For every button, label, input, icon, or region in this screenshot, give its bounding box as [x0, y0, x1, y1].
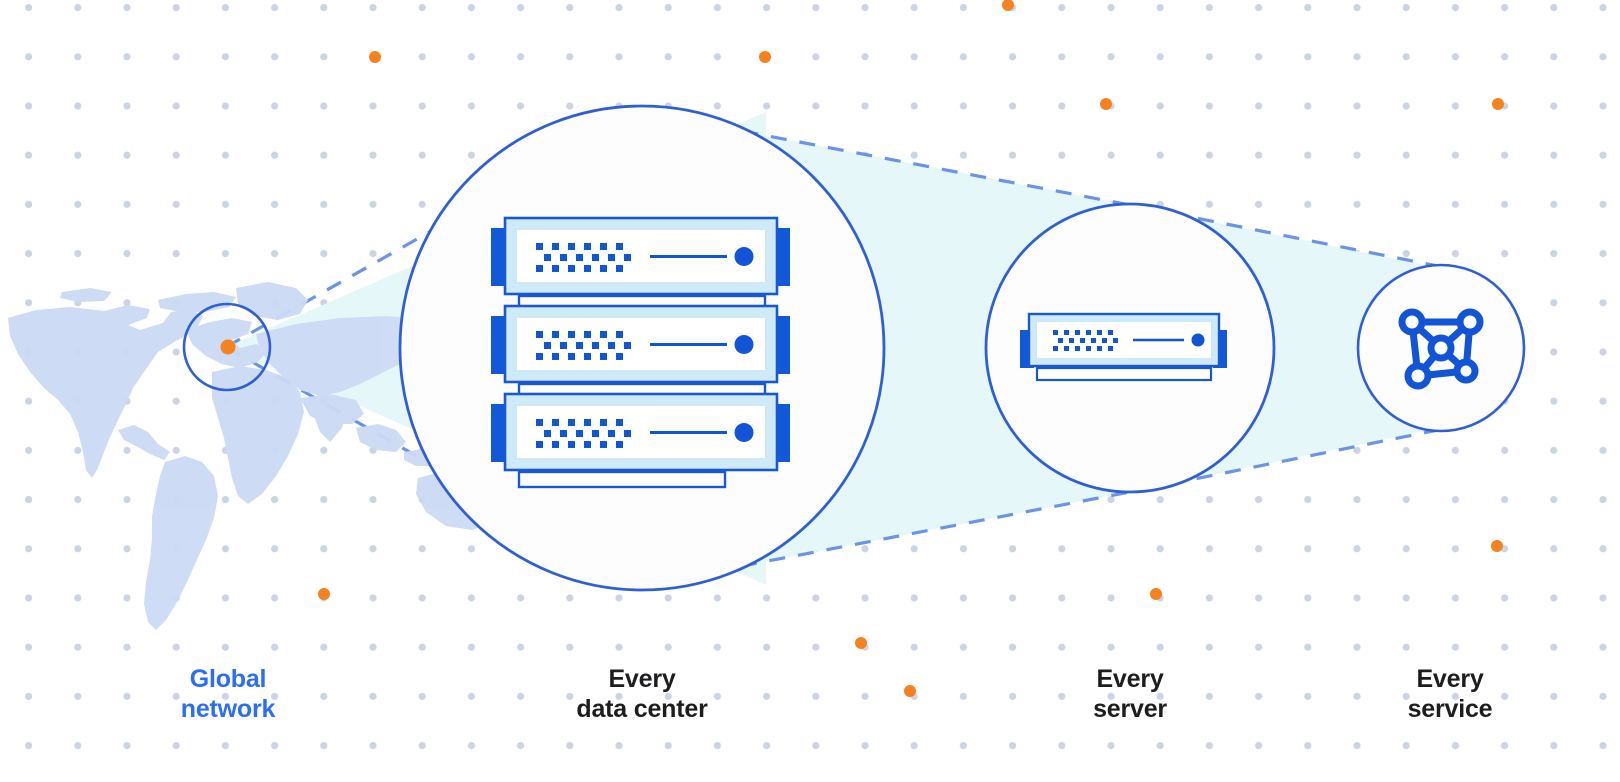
rack-unit-2-panel	[517, 318, 765, 370]
rack-unit-2-vent-dots	[536, 331, 631, 360]
mesh-node-top-left	[1398, 308, 1426, 336]
rack-unit-3-vent-dots	[536, 419, 631, 448]
mesh-node-bottom-left	[1404, 362, 1432, 390]
rack-unit-3	[491, 392, 790, 472]
server-rack-icon	[491, 216, 790, 489]
stage-label-service: Every service	[1407, 665, 1493, 723]
network-mesh-icon	[1398, 308, 1484, 390]
world-map-icon	[8, 282, 540, 630]
rack-unit-2-led	[734, 335, 754, 354]
single-server-icon	[1020, 312, 1227, 382]
network-mesh-nodes	[1398, 308, 1484, 390]
single-server-base	[1035, 366, 1213, 382]
single-server-led	[1191, 333, 1205, 347]
rack-unit-1-led	[734, 247, 754, 266]
rack-unit-3-panel	[517, 406, 765, 458]
single-server-panel	[1037, 322, 1211, 358]
rack-unit-3-led	[734, 423, 754, 442]
rack-unit-2	[491, 304, 790, 384]
stage-label-global-network: Global network	[180, 665, 276, 723]
rack-unit-1-vent-dots	[536, 243, 631, 272]
map-highlight-circle	[182, 302, 272, 392]
rack-unit-1-panel	[517, 230, 765, 282]
stage-label-server: Every server	[1093, 665, 1167, 723]
mesh-node-top-right	[1456, 308, 1484, 336]
map-location-marker	[220, 339, 236, 355]
mesh-node-bottom-right	[1453, 358, 1479, 384]
mesh-node-center	[1427, 334, 1455, 362]
stage-label-data-center: Every data center	[576, 665, 708, 723]
rack-base	[517, 470, 727, 489]
single-server-vent-dots	[1053, 330, 1118, 351]
rack-unit-1	[491, 216, 790, 296]
